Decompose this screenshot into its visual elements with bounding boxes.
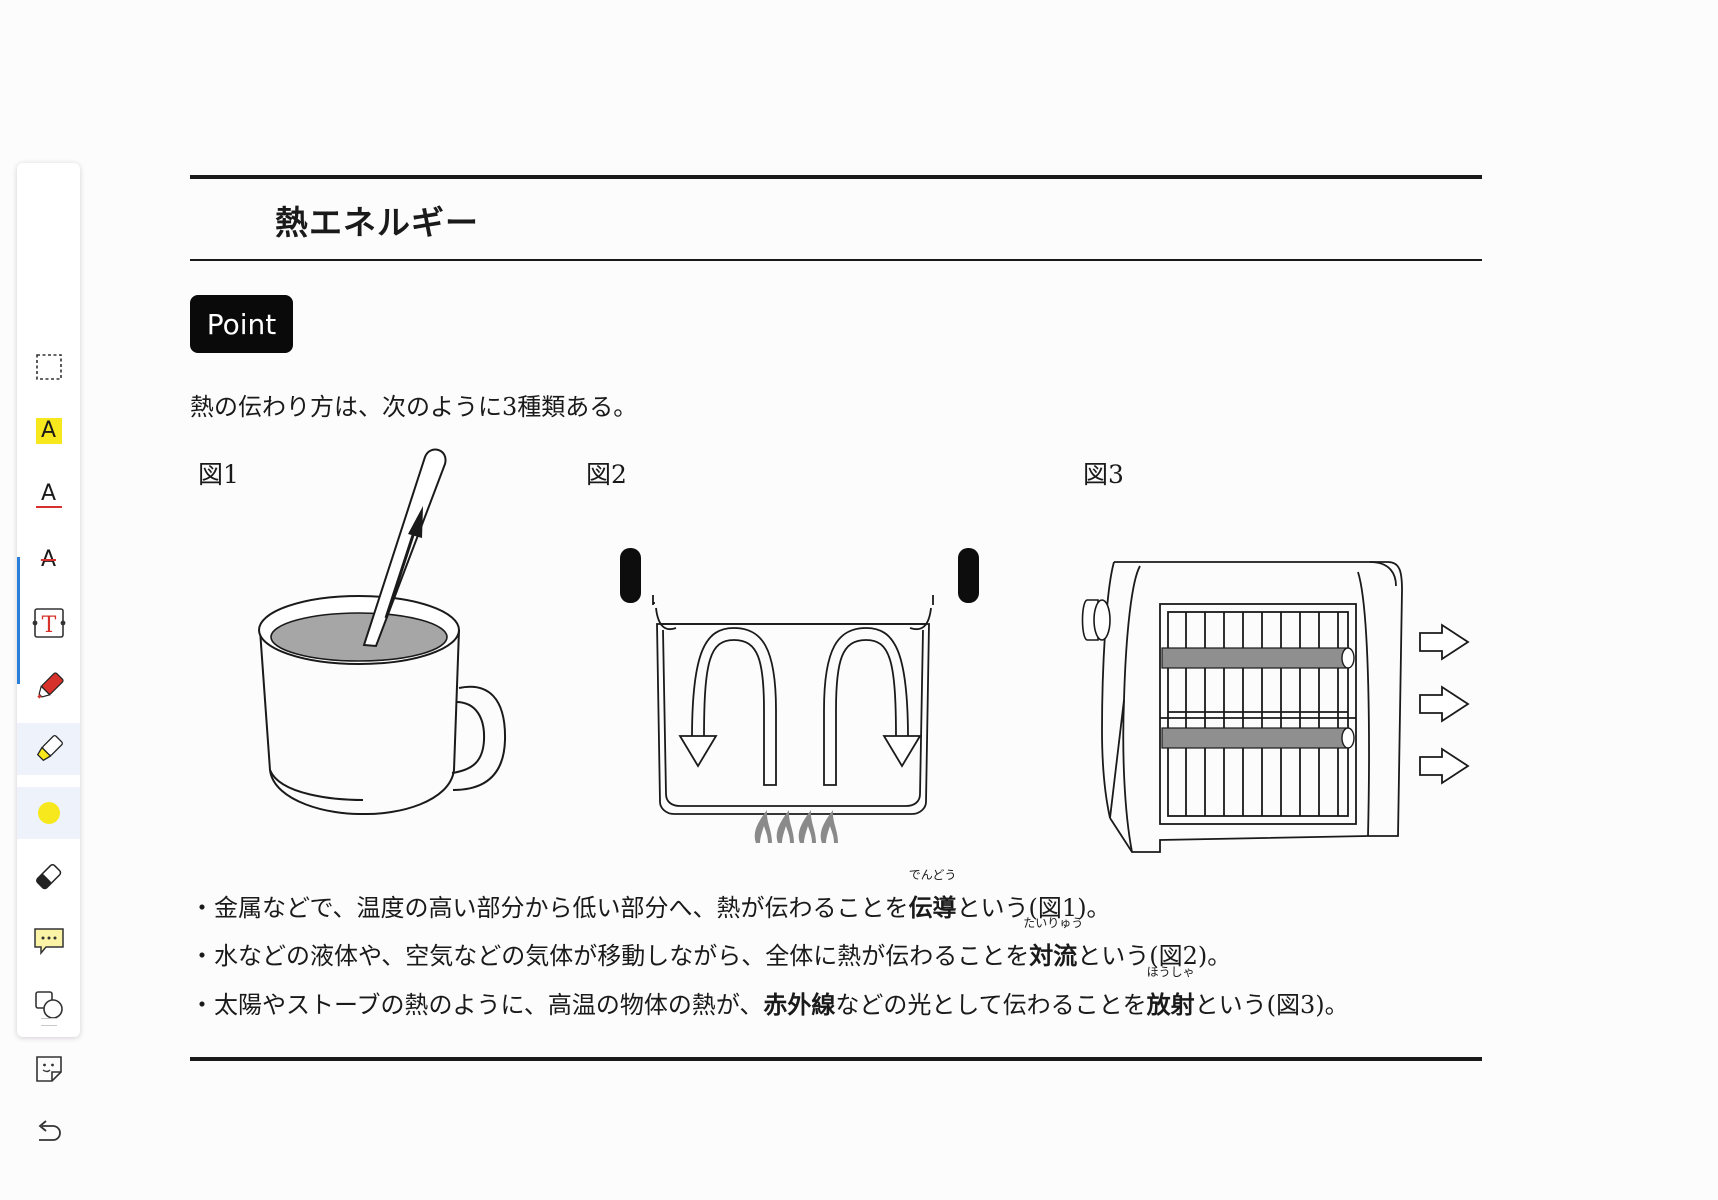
text-box-icon: T [32,608,65,638]
comment-bubble-icon [33,928,64,956]
term-radiation: 放射 [1146,991,1195,1019]
strikethrough-text-tool[interactable]: A [17,533,80,585]
bottom-rule [190,1057,1482,1061]
highlight-text-tool[interactable]: A [17,405,80,457]
intro-text: 熱の伝わり方は、次のように3種類ある。 [190,393,638,421]
text-box-tool[interactable]: T [17,597,80,649]
electric-heater-icon [1081,561,1470,853]
highlighter-icon [36,735,63,762]
figure-3-label: 図3 [1083,460,1124,489]
pen-tool[interactable] [17,661,80,713]
shapes-icon [34,991,63,1019]
svg-text:T: T [41,613,56,638]
highlighter-color-swatch[interactable] [17,787,80,839]
list-item-conduction: ・金属などで、温度の高い部分から低い部分へ、熱が伝わることをでんどう伝導という(… [190,868,1111,922]
marquee-select-icon [35,354,62,380]
page-title: 熱エネルギー [275,203,479,242]
ruby-housha: ほうしゃ [1146,965,1195,979]
underline-text-icon: A [35,482,62,508]
sticker-tool[interactable] [17,1043,80,1095]
title-underline [190,259,1482,261]
highlight-text-icon: A [35,418,62,444]
term-conduction: 伝導 [908,894,957,922]
term-infrared: 赤外線 [763,991,836,1019]
term-convection: 対流 [1029,942,1078,970]
underline-text-tool[interactable]: A [17,469,80,521]
top-rule [190,175,1482,179]
ruby-dendou: でんどう [908,868,957,882]
ruby-tairyuu: たいりゅう [1023,916,1084,930]
sticker-icon [35,1056,62,1082]
point-badge: Point [190,295,293,353]
comment-tool[interactable] [17,915,80,967]
list-item-radiation: ・太陽やストーブの熱のように、高温の物体の熱が、赤外線などの光として伝わることを… [190,965,1349,1019]
eraser-tool[interactable] [17,851,80,903]
figure-2-label: 図2 [586,460,627,489]
red-marker-icon [36,672,64,699]
highlighter-tool[interactable] [17,723,80,775]
select-area-tool[interactable] [17,341,80,393]
annotation-toolbar: A A A T [17,163,80,1141]
undo-arrow-icon [38,1120,61,1141]
undo-button[interactable] [17,1107,80,1159]
strikethrough-text-icon: A [40,546,57,572]
figure-1-label: 図1 [198,460,239,489]
yellow-color-dot-icon [37,802,60,824]
active-tool-indicator [17,557,20,684]
mug-with-spoon-icon [258,448,507,816]
toolbar-drag-handle[interactable] [41,1018,57,1026]
pot-on-flame-icon [620,548,979,843]
eraser-icon [35,864,61,890]
list-item-convection: ・水などの液体や、空気などの気体が移動しながら、全体に熱が伝わることをたいりゅう… [190,916,1232,970]
